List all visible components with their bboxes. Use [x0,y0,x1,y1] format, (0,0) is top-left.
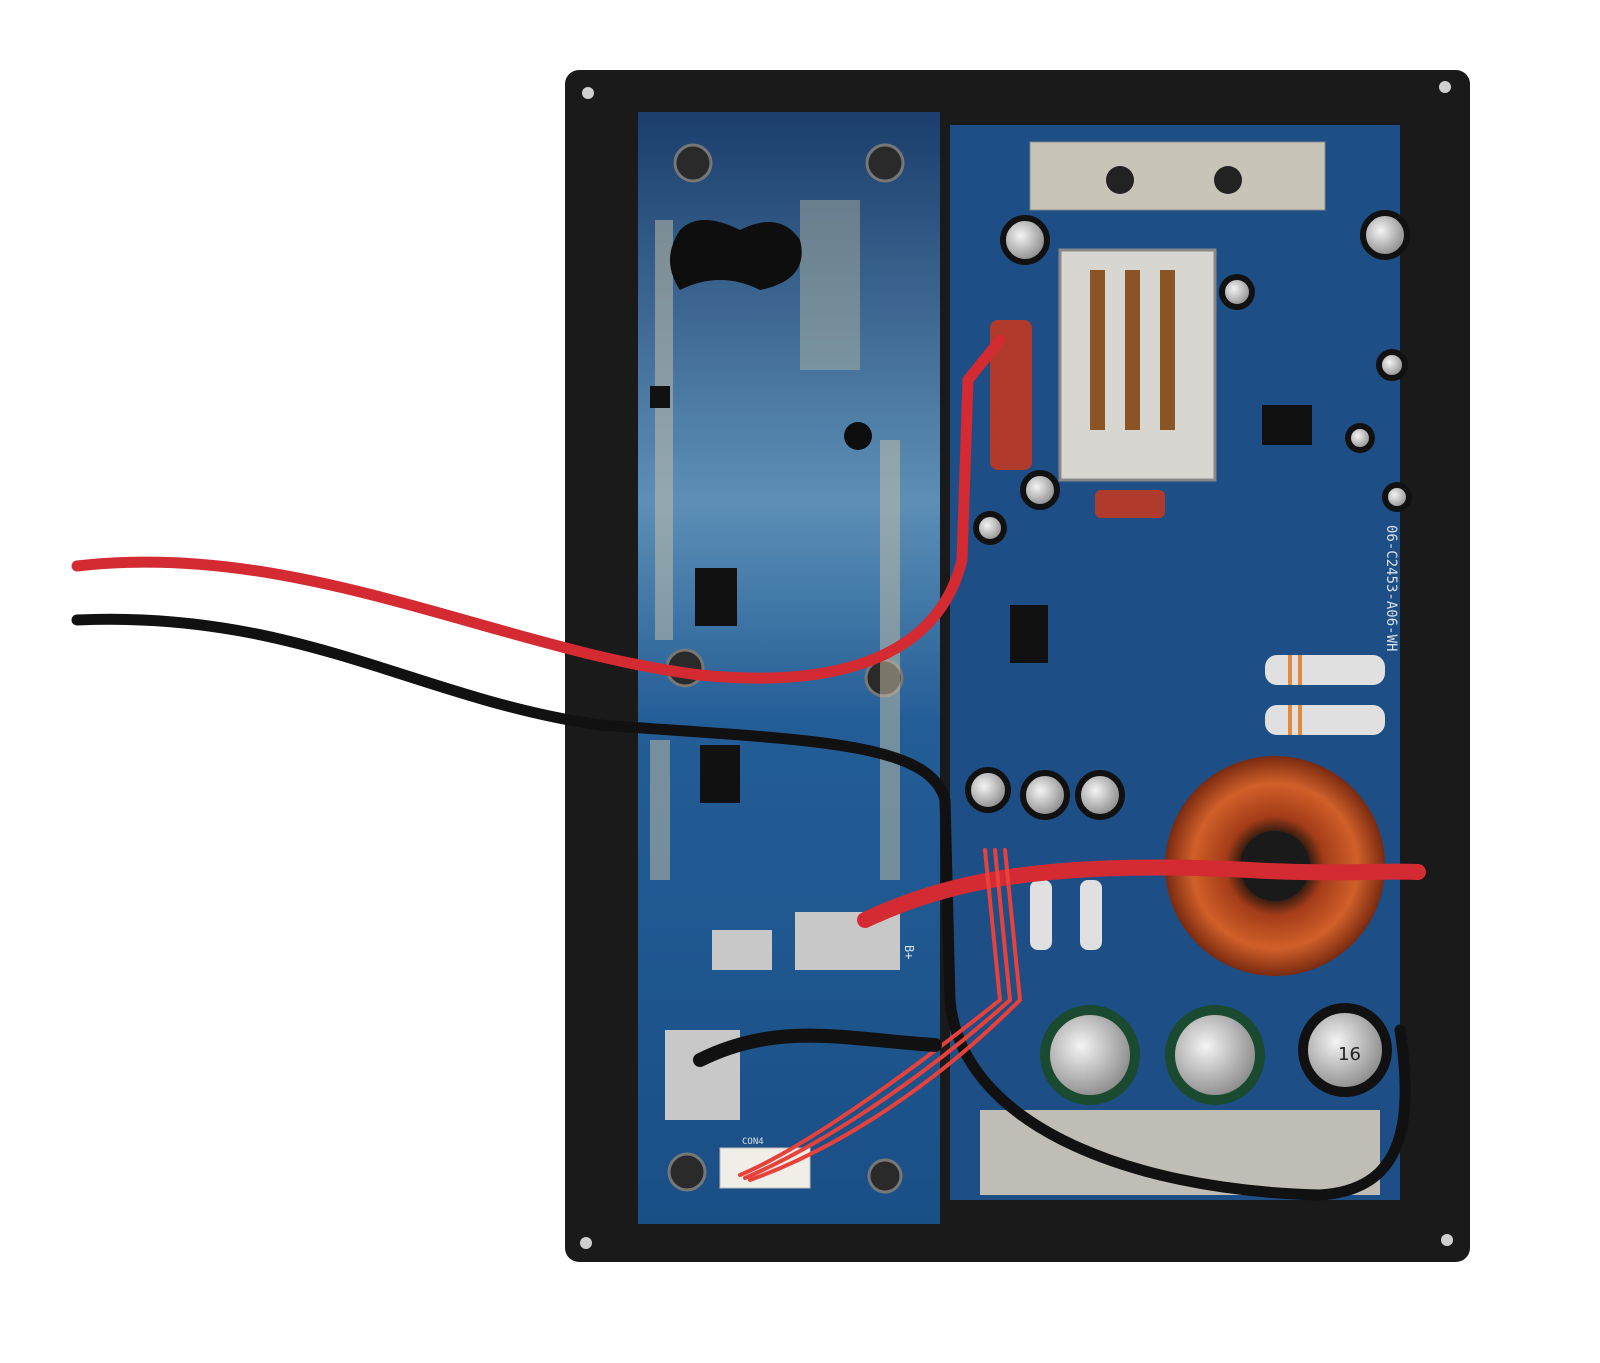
black-blob [670,220,802,290]
corner-holes [580,81,1453,1249]
ribbon-wires [738,848,1023,1182]
ic-chips-left [650,386,740,803]
smd-components-left [650,200,900,880]
thick-red-wire [857,859,1426,928]
svg-text:CON4: CON4 [742,1137,764,1147]
red-wire [71,334,1006,684]
wires [71,334,1426,1201]
black-wire [71,613,1411,1201]
svg-text:B+: B+ [902,945,916,959]
resistors [1030,655,1385,950]
svg-text:16: 16 [1338,1044,1361,1065]
large-capacitors [1040,1005,1265,1105]
capacitor-16 [1298,1003,1392,1097]
solder-pads [665,912,900,1120]
ic-chip-right [1010,605,1048,663]
film-capacitor [990,320,1032,470]
electrolytic-capacitors [965,210,1412,820]
heatsink-top [1029,141,1326,211]
svg-text:06-C2453-A06-WH: 06-C2453-A06-WH [1383,525,1399,651]
